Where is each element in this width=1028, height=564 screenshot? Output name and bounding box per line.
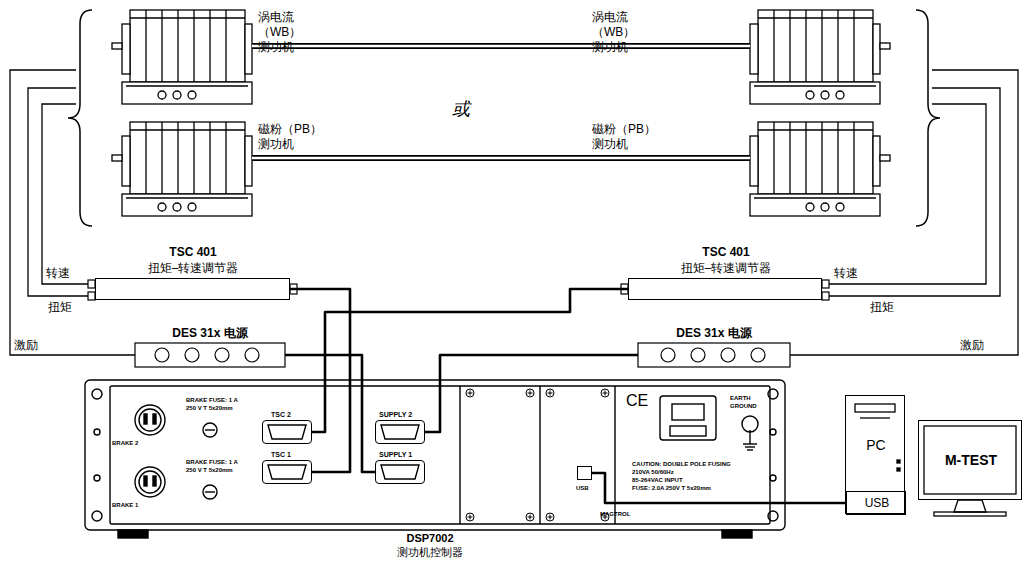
node-text: SUPPLY 2 [379, 410, 412, 419]
shaft [252, 46, 750, 47]
power-supply: DES 31x 电源 [135, 343, 285, 367]
dynamometer: 涡电流（WB） 测功机 [750, 10, 880, 104]
socket: TSC 1 [262, 460, 312, 484]
signal-name: 激励 [960, 338, 984, 353]
node-text: 测功机控制器 [397, 546, 463, 559]
connector-tab [88, 280, 829, 300]
panel-label: FUSE: 2.0A 250V T 5x20mm [632, 484, 711, 492]
panel-label: BRAKE 1 [112, 501, 138, 509]
panel-screw [466, 389, 609, 521]
signal-name: 扭矩 [870, 300, 894, 315]
panel-label: BRAKE FUSE: 1 A 250 V T 5x20mm [186, 396, 248, 412]
node-text: 磁粉（PB） 测功机 [258, 122, 328, 152]
node-text: 扭矩–转速调节器 [681, 261, 772, 276]
node-text: USB [576, 484, 589, 492]
node-text: DES 31x 电源 [172, 326, 247, 341]
panel-label: 210VA 50/60Hz [632, 468, 674, 476]
node-text: PC [866, 437, 885, 454]
dynamometer: 磁粉（PB） 测功机 [750, 122, 880, 216]
pc-tower: PC USB [845, 395, 905, 514]
brand-label: MAGTROL [600, 510, 630, 518]
or-label: 或 [452, 98, 470, 120]
dynamometer: 磁粉（PB） 测功机 [122, 122, 252, 216]
node-text: TSC 401 [702, 245, 749, 260]
panel-label: 85-264VAC INPUT [632, 476, 683, 484]
node-text: DSP7002 [406, 532, 453, 545]
socket: SUPPLY 2 [375, 420, 425, 444]
usb-port: USB [577, 466, 592, 480]
node-text: USB [865, 496, 890, 511]
ce-mark: CE [626, 392, 648, 410]
signal-name: 扭矩 [48, 300, 72, 315]
cable [592, 473, 846, 503]
node-text: 涡电流（WB） 测功机 [258, 10, 328, 55]
panel-label: BRAKE FUSE: 1 A 250 V T 5x20mm [186, 458, 248, 474]
node-text: TSC 2 [271, 410, 291, 419]
signal-name: 转速 [46, 266, 70, 281]
node-text: DES 31x 电源 [676, 326, 751, 341]
monitor: M-TEST [918, 420, 1022, 500]
signal-name: 转速 [834, 266, 858, 281]
signal-name: 激励 [14, 338, 38, 353]
usb-box: USB [846, 491, 906, 515]
socket: SUPPLY 1 [375, 460, 425, 484]
node-text: M-TEST [945, 452, 997, 469]
cable [285, 355, 375, 472]
cable [312, 289, 628, 432]
power-supply: DES 31x 电源 [638, 343, 790, 367]
dynamometer-art [112, 10, 890, 216]
panel-label: CAUTION: DOUBLE POLE FUSING [632, 460, 731, 468]
shaft [252, 158, 750, 159]
panel-label: EARTH GROUND [730, 394, 760, 410]
node-text: TSC 1 [271, 450, 291, 459]
socket: TSC 2 [262, 420, 312, 444]
bracket [68, 10, 940, 226]
cable [425, 355, 638, 432]
dynamometer: 涡电流（WB） 测功机 [122, 10, 252, 104]
controller-rack [85, 380, 785, 538]
panel-label: BRAKE 2 [112, 439, 138, 447]
regulator-box: TSC 401扭矩–转速调节器 [628, 278, 822, 300]
node-text: SUPPLY 1 [379, 450, 412, 459]
node-text: 磁粉（PB） 测功机 [592, 122, 662, 152]
cable [290, 289, 350, 472]
node-text: 涡电流（WB） 测功机 [592, 10, 662, 55]
regulator-box: TSC 401扭矩–转速调节器 [95, 278, 290, 300]
node-text: TSC 401 [169, 245, 216, 260]
node-text: 扭矩–转速调节器 [148, 261, 239, 276]
